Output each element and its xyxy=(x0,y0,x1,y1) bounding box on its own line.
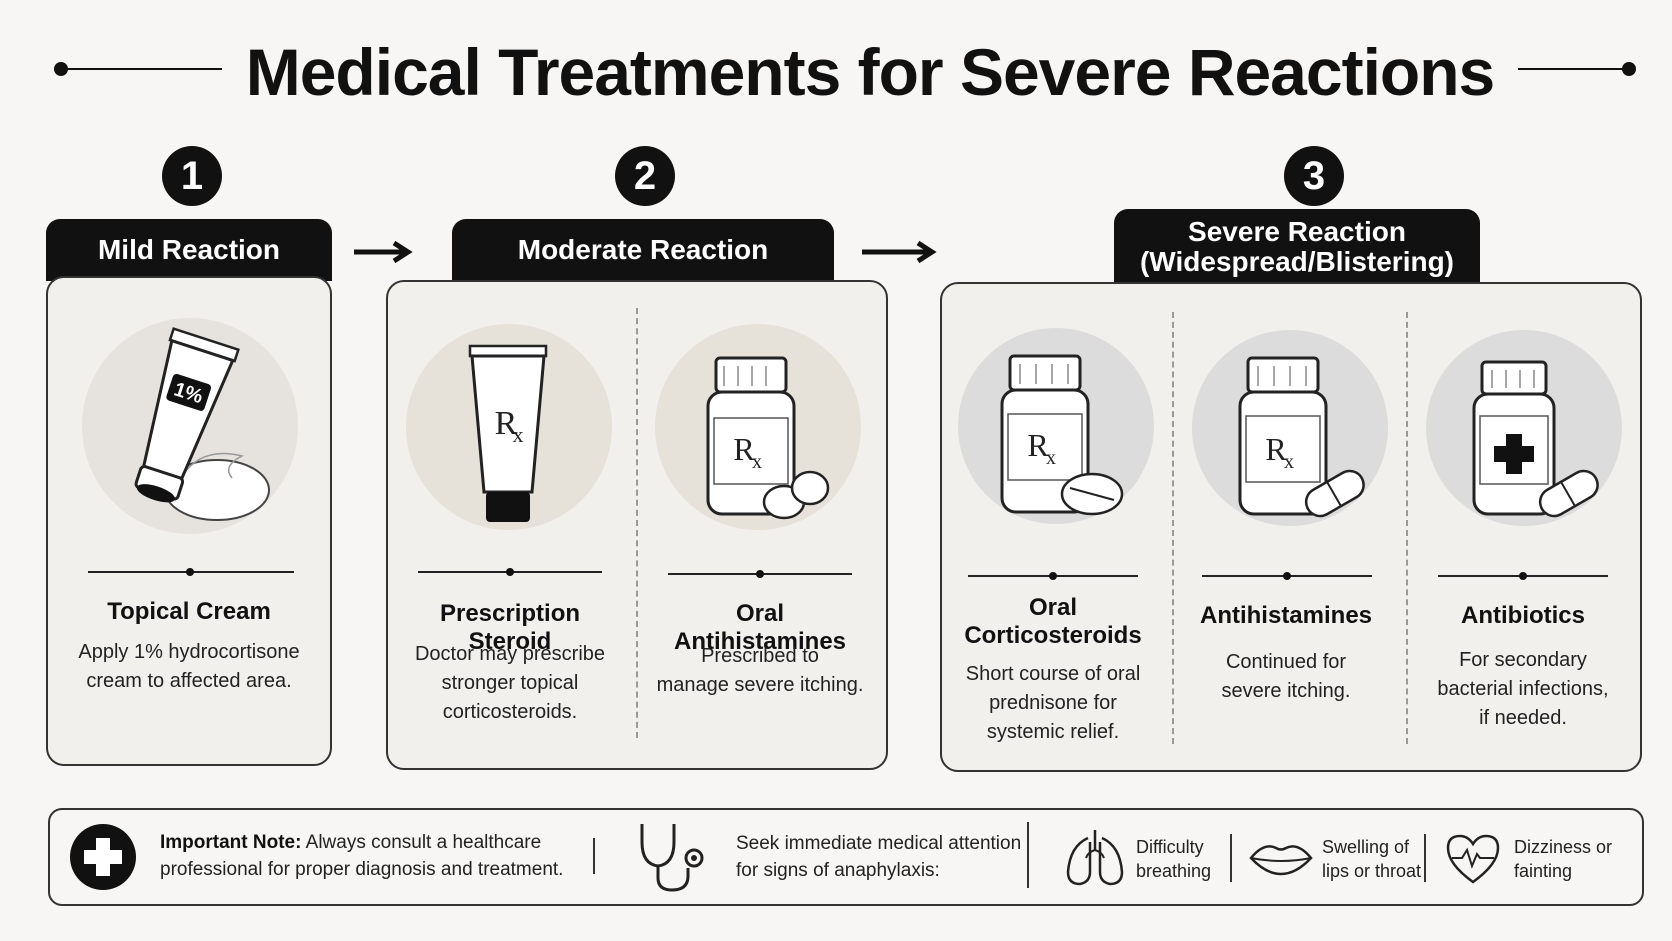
desc-line: systemic relief. xyxy=(986,721,1120,743)
title-decor-line-left xyxy=(62,68,222,70)
desc-line: corticosteroids. xyxy=(442,701,578,723)
symptom-line: Difficulty xyxy=(1136,837,1204,857)
tab-moderate-reaction: Moderate Reaction xyxy=(452,219,834,281)
title-decor-line-right xyxy=(1518,68,1628,70)
item-desc-antibiotics: For secondary bacterial infections, if n… xyxy=(1418,646,1628,733)
item-title-prescription-steroid: Prescription Steroid xyxy=(439,600,581,655)
arrow-right-icon xyxy=(862,240,937,264)
item-title-oral-corticosteroids: Oral Corticosteroids xyxy=(950,594,1156,650)
step-number-3: 3 xyxy=(1284,146,1344,206)
desc-line: prednisone for xyxy=(989,692,1117,714)
divider-dot xyxy=(756,570,764,578)
svg-text:x: x xyxy=(1046,447,1056,469)
desc-line: Continued for xyxy=(1225,651,1347,673)
tab-severe-reaction: Severe Reaction (Widespread/Blistering) xyxy=(1114,209,1480,285)
svg-text:x: x xyxy=(513,422,524,447)
tab-mild-label: Mild Reaction xyxy=(97,234,280,265)
desc-line: Short course of oral xyxy=(965,663,1141,685)
step-number-2: 2 xyxy=(615,146,675,206)
divider-dot xyxy=(506,568,514,576)
important-note-text: Important Note: Always consult a healthc… xyxy=(160,829,580,883)
note-line1-text: Always consult a healthcare xyxy=(301,832,542,853)
svg-text:R: R xyxy=(1265,431,1287,467)
item-desc-prescription-steroid: Doctor may prescribe stronger topical co… xyxy=(398,640,622,727)
symptom-difficulty-breathing: Difficulty breathing xyxy=(1136,835,1246,883)
svg-text:R: R xyxy=(733,431,755,467)
divider-dot xyxy=(1049,572,1057,580)
desc-line: For secondary xyxy=(1459,649,1587,671)
desc-line: Apply 1% hydrocortisone xyxy=(78,641,300,663)
symptom-line: Swelling of xyxy=(1322,837,1410,857)
symptom-swelling: Swelling of lips or throat xyxy=(1322,835,1432,883)
pill-bottle-icon: R x xyxy=(1238,356,1365,518)
divider xyxy=(1230,834,1232,882)
divider xyxy=(636,308,638,738)
item-title-antibiotics: Antibiotics xyxy=(1461,602,1585,629)
symptom-line: breathing xyxy=(1136,861,1212,881)
svg-text:x: x xyxy=(1284,451,1294,473)
desc-line: manage severe itching. xyxy=(656,674,864,696)
prescription-tube-icon: R x xyxy=(468,344,548,522)
note-line-2: professional for proper diagnosis and tr… xyxy=(160,859,564,880)
lungs-icon xyxy=(1066,830,1124,886)
tab-severe-label-line1: Severe Reaction xyxy=(1188,216,1406,247)
arrow-right-icon xyxy=(354,240,413,264)
desc-line: if needed. xyxy=(1479,707,1567,729)
desc-line: stronger topical xyxy=(441,672,579,694)
item-title-antihistamines: Antihistamines xyxy=(1199,602,1373,629)
title-row: Medical Treatments for Severe Reactions xyxy=(0,20,1672,120)
desc-line: cream to affected area. xyxy=(86,670,292,692)
pill-bottle-icon: R x xyxy=(706,356,830,520)
title-line: Corticosteroids xyxy=(964,622,1142,649)
divider xyxy=(1172,312,1174,744)
desc-line: Prescribed to xyxy=(701,645,819,667)
divider-dot xyxy=(1283,572,1291,580)
item-desc-topical-cream: Apply 1% hydrocortisone cream to affecte… xyxy=(60,638,318,696)
pill-bottle-icon xyxy=(1472,360,1599,518)
item-desc-oral-antihistamines: Prescribed to manage severe itching. xyxy=(648,642,872,700)
tab-severe-label-line2: (Widespread/Blistering) xyxy=(1139,246,1454,277)
item-title-oral-antihistamines: Oral Antihistamines xyxy=(673,600,847,655)
divider xyxy=(1406,312,1408,744)
symptom-dizziness: Dizziness or fainting xyxy=(1514,835,1624,883)
anaphylaxis-warning-text: Seek immediate medical attention for sig… xyxy=(736,830,1026,884)
important-note-bar xyxy=(48,808,1644,906)
page-title: Medical Treatments for Severe Reactions xyxy=(245,35,1496,109)
note-heading: Important Note: xyxy=(160,832,302,853)
heart-pulse-icon xyxy=(1446,834,1500,884)
svg-text:R: R xyxy=(495,405,518,442)
divider-dot xyxy=(1519,572,1527,580)
note-line-1: Important Note: Always consult a healthc… xyxy=(160,829,580,856)
desc-line: severe itching. xyxy=(1221,680,1351,702)
symptom-line: fainting xyxy=(1514,861,1573,881)
pill-bottle-icon: R x xyxy=(1000,354,1124,516)
warning-line-1: Seek immediate medical attention xyxy=(736,833,1022,854)
stethoscope-icon xyxy=(640,824,704,892)
title-decor-dot-right xyxy=(1622,62,1636,76)
medical-cross-icon xyxy=(70,824,136,890)
cream-tube-icon: 1% xyxy=(134,327,270,521)
tab-moderate-label: Moderate Reaction xyxy=(517,234,769,265)
divider-dot xyxy=(186,568,194,576)
lips-icon xyxy=(1249,845,1313,876)
step-number-1: 1 xyxy=(162,146,222,206)
symptom-line: lips or throat xyxy=(1322,861,1422,881)
divider xyxy=(593,838,595,874)
title-line: Oral xyxy=(1028,594,1078,621)
svg-text:x: x xyxy=(752,451,762,473)
svg-text:R: R xyxy=(1027,427,1049,463)
divider xyxy=(1027,822,1029,888)
symptom-line: Dizziness or xyxy=(1514,837,1613,857)
warning-line-2: for signs of anaphylaxis: xyxy=(736,860,940,881)
title-decor-dot-left xyxy=(54,62,68,76)
tab-mild-reaction: Mild Reaction xyxy=(46,219,332,281)
item-title-topical-cream: Topical Cream xyxy=(107,598,271,625)
divider xyxy=(1424,834,1426,882)
desc-line: Doctor may prescribe xyxy=(414,643,606,665)
item-desc-oral-corticosteroids: Short course of oral prednisone for syst… xyxy=(950,660,1156,747)
item-desc-antihistamines: Continued for severe itching. xyxy=(1186,648,1386,706)
desc-line: bacterial infections, xyxy=(1437,678,1609,700)
